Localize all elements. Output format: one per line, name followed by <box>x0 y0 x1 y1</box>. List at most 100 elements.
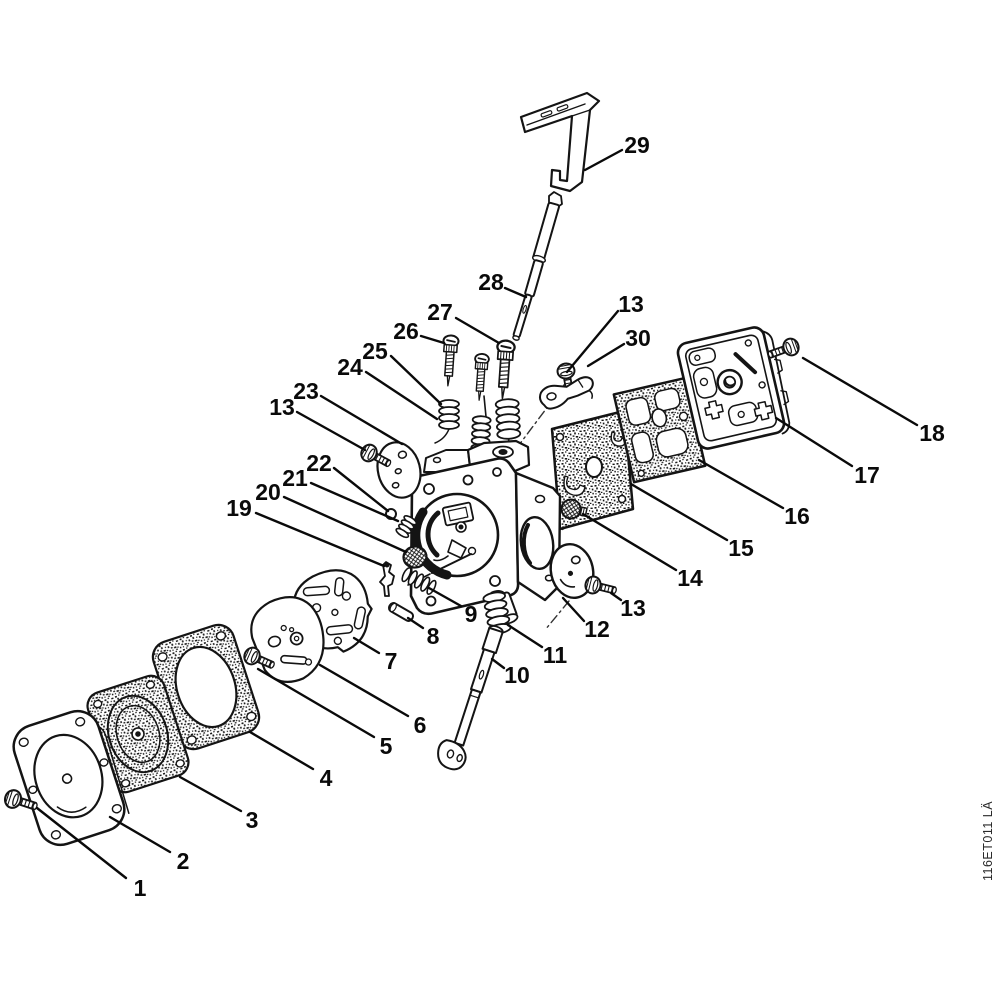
leader-line-6 <box>318 663 410 718</box>
callout-7-6: 7 <box>352 636 398 674</box>
leader-line-9 <box>427 586 463 608</box>
part-8-pin <box>387 602 415 622</box>
part-11-shaft-spring <box>482 590 512 635</box>
callout-number-20: 20 <box>255 479 281 505</box>
part-21-valve-spring <box>395 515 418 539</box>
leader-line-7 <box>352 636 381 655</box>
part-30-swivel-bracket <box>538 376 594 410</box>
callout-number-16: 16 <box>784 503 810 529</box>
callout-number-8: 8 <box>427 623 440 649</box>
callout-6-5: 6 <box>318 663 427 738</box>
callout-27-27: 27 <box>427 299 501 345</box>
part-18-cover-screw <box>764 335 802 365</box>
callout-number-4: 4 <box>320 765 333 791</box>
callout-number-26: 26 <box>393 318 419 344</box>
callout-number-13: 13 <box>620 595 646 621</box>
callout-number-21: 21 <box>282 465 308 491</box>
callout-11-10: 11 <box>506 623 568 668</box>
leader-line-27 <box>454 316 501 345</box>
callout-9-8: 9 <box>427 586 478 627</box>
callout-30-30: 30 <box>586 325 651 368</box>
callout-number-9: 9 <box>465 601 478 627</box>
leader-line-16 <box>697 458 785 510</box>
leader-line-28 <box>503 286 528 299</box>
leader-line-13 <box>609 591 623 602</box>
leader-line-8 <box>406 616 425 630</box>
callout-number-18: 18 <box>919 420 945 446</box>
callout-number-3: 3 <box>246 807 259 833</box>
callout-number-7: 7 <box>385 648 398 674</box>
part-29-choke-lever <box>519 91 601 193</box>
callout-15-14: 15 <box>629 482 754 561</box>
callout-21-20: 21 <box>282 465 400 523</box>
callout-number-17: 17 <box>854 462 880 488</box>
callout-18-17: 18 <box>801 356 945 446</box>
callout-29-29: 29 <box>583 132 650 172</box>
callout-8-7: 8 <box>406 616 440 649</box>
callout-number-23: 23 <box>293 378 319 404</box>
leader-line-25 <box>389 354 443 406</box>
part-3-diaphragm-gasket <box>86 674 190 794</box>
part-4-metering-gasket <box>151 623 261 751</box>
leader-line-14 <box>581 512 678 572</box>
callout-10-9: 10 <box>490 657 530 688</box>
callout-number-27: 27 <box>427 299 453 325</box>
callout-28-28: 28 <box>478 269 528 299</box>
part-20-strainer-screen <box>402 545 428 569</box>
leader-line-5 <box>256 667 376 739</box>
leader-line-17 <box>774 416 854 468</box>
leader-line-4 <box>248 730 315 771</box>
part-10-throttle-shaft <box>437 625 504 771</box>
callout-number-10: 10 <box>504 662 530 688</box>
part-9-needle-spring <box>401 553 472 595</box>
callout-4-3: 4 <box>248 730 333 791</box>
part-16-pump-gasket <box>612 376 707 484</box>
callout-13-23: 13 <box>269 394 367 452</box>
leader-line-22 <box>332 466 390 513</box>
leader-line-24 <box>364 370 439 421</box>
part-28-choke-rod <box>512 191 563 341</box>
callout-3-2: 3 <box>178 775 259 833</box>
callout-24-24: 24 <box>337 354 439 421</box>
leader-line-1 <box>35 806 128 880</box>
part-23-diaphragm-disc <box>376 441 422 499</box>
callout-number-22: 22 <box>306 450 332 476</box>
callout-5-4: 5 <box>256 667 393 759</box>
callout-13-31: 13 <box>565 291 644 374</box>
callout-number-19: 19 <box>226 495 252 521</box>
callout-number-12: 12 <box>584 616 610 642</box>
callout-23-22: 23 <box>293 378 404 446</box>
part-throttle-spring <box>494 398 522 448</box>
callout-number-6: 6 <box>414 712 427 738</box>
part-12-disc <box>549 543 595 599</box>
leader-line-29 <box>583 148 624 172</box>
callout-1-0: 1 <box>35 806 147 901</box>
leader-line-26 <box>419 334 446 345</box>
part-14-inlet-screen <box>560 498 588 520</box>
callout-number-29: 29 <box>624 132 650 158</box>
callout-17-16: 17 <box>774 416 880 488</box>
watermark-code: 116ET011 LÄ <box>981 801 995 881</box>
leader-line-23 <box>319 394 404 446</box>
callout-number-15: 15 <box>728 535 754 561</box>
callout-number-1: 1 <box>134 875 147 901</box>
leader-line-2 <box>108 815 172 854</box>
leader-line-13 <box>295 410 367 452</box>
callout-16-15: 16 <box>697 458 810 529</box>
leader-line-15 <box>629 482 729 542</box>
callout-layer: 1234567891011121314151617181920212223132… <box>35 132 945 901</box>
part-25-screw-spring <box>434 399 460 444</box>
callout-26-26: 26 <box>393 318 446 345</box>
callout-12-11: 12 <box>561 596 610 642</box>
leader-line-3 <box>178 775 243 813</box>
callout-2-1: 2 <box>108 815 189 874</box>
callout-number-13: 13 <box>618 291 644 317</box>
callout-22-21: 22 <box>306 450 390 513</box>
callout-number-30: 30 <box>625 325 651 351</box>
leader-line-19 <box>254 511 386 568</box>
leader-line-18 <box>801 356 919 427</box>
callout-number-14: 14 <box>677 565 703 591</box>
callout-number-11: 11 <box>543 642 568 668</box>
